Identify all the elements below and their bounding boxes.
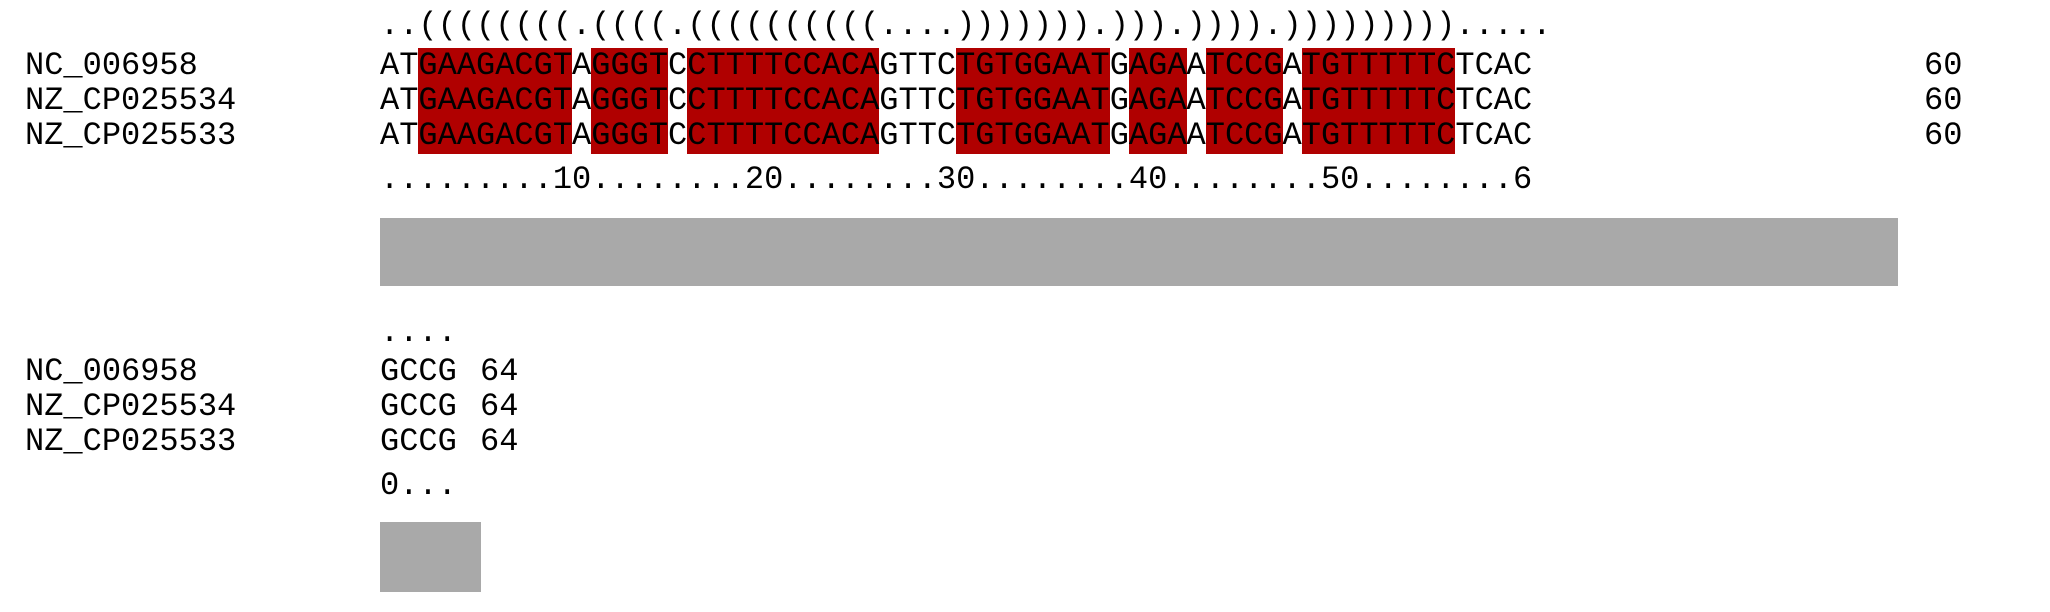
- position-ruler: 0...: [380, 467, 457, 504]
- conserved-segment: AGA: [1128, 47, 1187, 84]
- conserved-segment: GGGT: [591, 82, 669, 119]
- sequence-row: ATGAAGACGTAGGGTCCTTTTCCACAGTTCTGTGGAATGA…: [380, 83, 1532, 119]
- conserved-segment: AGA: [1128, 117, 1187, 154]
- sequence-segment: TCAC: [1455, 117, 1533, 154]
- conserved-segment: GAAGACGT: [418, 47, 573, 84]
- conserved-segment: TGTGGAAT: [956, 47, 1110, 84]
- conserved-segment: GGGT: [591, 47, 669, 84]
- conserved-segment: TCCG: [1205, 47, 1283, 84]
- sequence-name: NZ_CP025534: [25, 82, 237, 119]
- sequence-row: GCCG: [380, 389, 457, 425]
- conserved-segment: TGTGGAAT: [956, 117, 1110, 154]
- sequence-segment: A: [1282, 82, 1302, 119]
- sequence-end-position: 60: [1924, 47, 1963, 84]
- conserved-segment: TGTGGAAT: [956, 82, 1110, 119]
- sequence-end-position: 64: [480, 388, 519, 425]
- position-ruler: .........10........20........30........4…: [380, 161, 1533, 198]
- sequence-row: GCCG: [380, 354, 457, 390]
- sequence-segment: A: [572, 117, 592, 154]
- sequence-segment: A: [1282, 117, 1302, 154]
- sequence-end-position: 64: [480, 353, 519, 390]
- sequence-end-position: 64: [480, 423, 519, 460]
- conserved-segment: TCCG: [1205, 82, 1283, 119]
- sequence-row: ATGAAGACGTAGGGTCCTTTTCCACAGTTCTGTGGAATGA…: [380, 48, 1532, 84]
- conserved-segment: CTTTTCCACA: [687, 47, 880, 84]
- sequence-segment: AT: [380, 117, 419, 154]
- sequence-segment: GCCG: [380, 423, 457, 460]
- conserved-segment: TGTTTTTC: [1301, 117, 1456, 154]
- structure-line: ....: [380, 314, 457, 351]
- sequence-segment: GCCG: [380, 388, 457, 425]
- conserved-segment: CTTTTCCACA: [687, 82, 880, 119]
- conserved-segment: GGGT: [591, 117, 669, 154]
- sequence-segment: A: [1186, 82, 1206, 119]
- sequence-segment: TCAC: [1455, 82, 1533, 119]
- sequence-segment: C: [668, 82, 688, 119]
- sequence-segment: GTTC: [879, 117, 957, 154]
- sequence-name: NC_006958: [25, 47, 198, 84]
- sequence-name: NZ_CP025533: [25, 423, 237, 460]
- structure-line: ..((((((((.((((.((((((((((....))))))).))…: [380, 7, 1552, 44]
- sequence-segment: G: [1109, 117, 1129, 154]
- conserved-segment: GAAGACGT: [418, 82, 573, 119]
- sequence-segment: A: [1282, 47, 1302, 84]
- sequence-segment: GCCG: [380, 353, 457, 390]
- sequence-segment: A: [572, 82, 592, 119]
- conserved-segment: TGTTTTTC: [1301, 82, 1456, 119]
- sequence-segment: G: [1109, 47, 1129, 84]
- conservation-bar: [380, 522, 481, 592]
- sequence-name: NZ_CP025533: [25, 117, 237, 154]
- conserved-segment: AGA: [1128, 82, 1187, 119]
- sequence-segment: TCAC: [1455, 47, 1533, 84]
- sequence-segment: GTTC: [879, 82, 957, 119]
- conservation-bar: [380, 218, 1898, 286]
- sequence-name: NC_006958: [25, 353, 198, 390]
- sequence-segment: GTTC: [879, 47, 957, 84]
- sequence-segment: A: [1186, 47, 1206, 84]
- sequence-segment: G: [1109, 82, 1129, 119]
- sequence-segment: C: [668, 47, 688, 84]
- sequence-end-position: 60: [1924, 117, 1963, 154]
- conserved-segment: TCCG: [1205, 117, 1283, 154]
- sequence-segment: C: [668, 117, 688, 154]
- sequence-row: GCCG: [380, 424, 457, 460]
- conserved-segment: GAAGACGT: [418, 117, 573, 154]
- sequence-segment: A: [572, 47, 592, 84]
- conserved-segment: CTTTTCCACA: [687, 117, 880, 154]
- sequence-row: ATGAAGACGTAGGGTCCTTTTCCACAGTTCTGTGGAATGA…: [380, 118, 1532, 154]
- sequence-end-position: 60: [1924, 82, 1963, 119]
- sequence-name: NZ_CP025534: [25, 388, 237, 425]
- conserved-segment: TGTTTTTC: [1301, 47, 1456, 84]
- sequence-segment: AT: [380, 47, 419, 84]
- sequence-segment: A: [1186, 117, 1206, 154]
- sequence-segment: AT: [380, 82, 419, 119]
